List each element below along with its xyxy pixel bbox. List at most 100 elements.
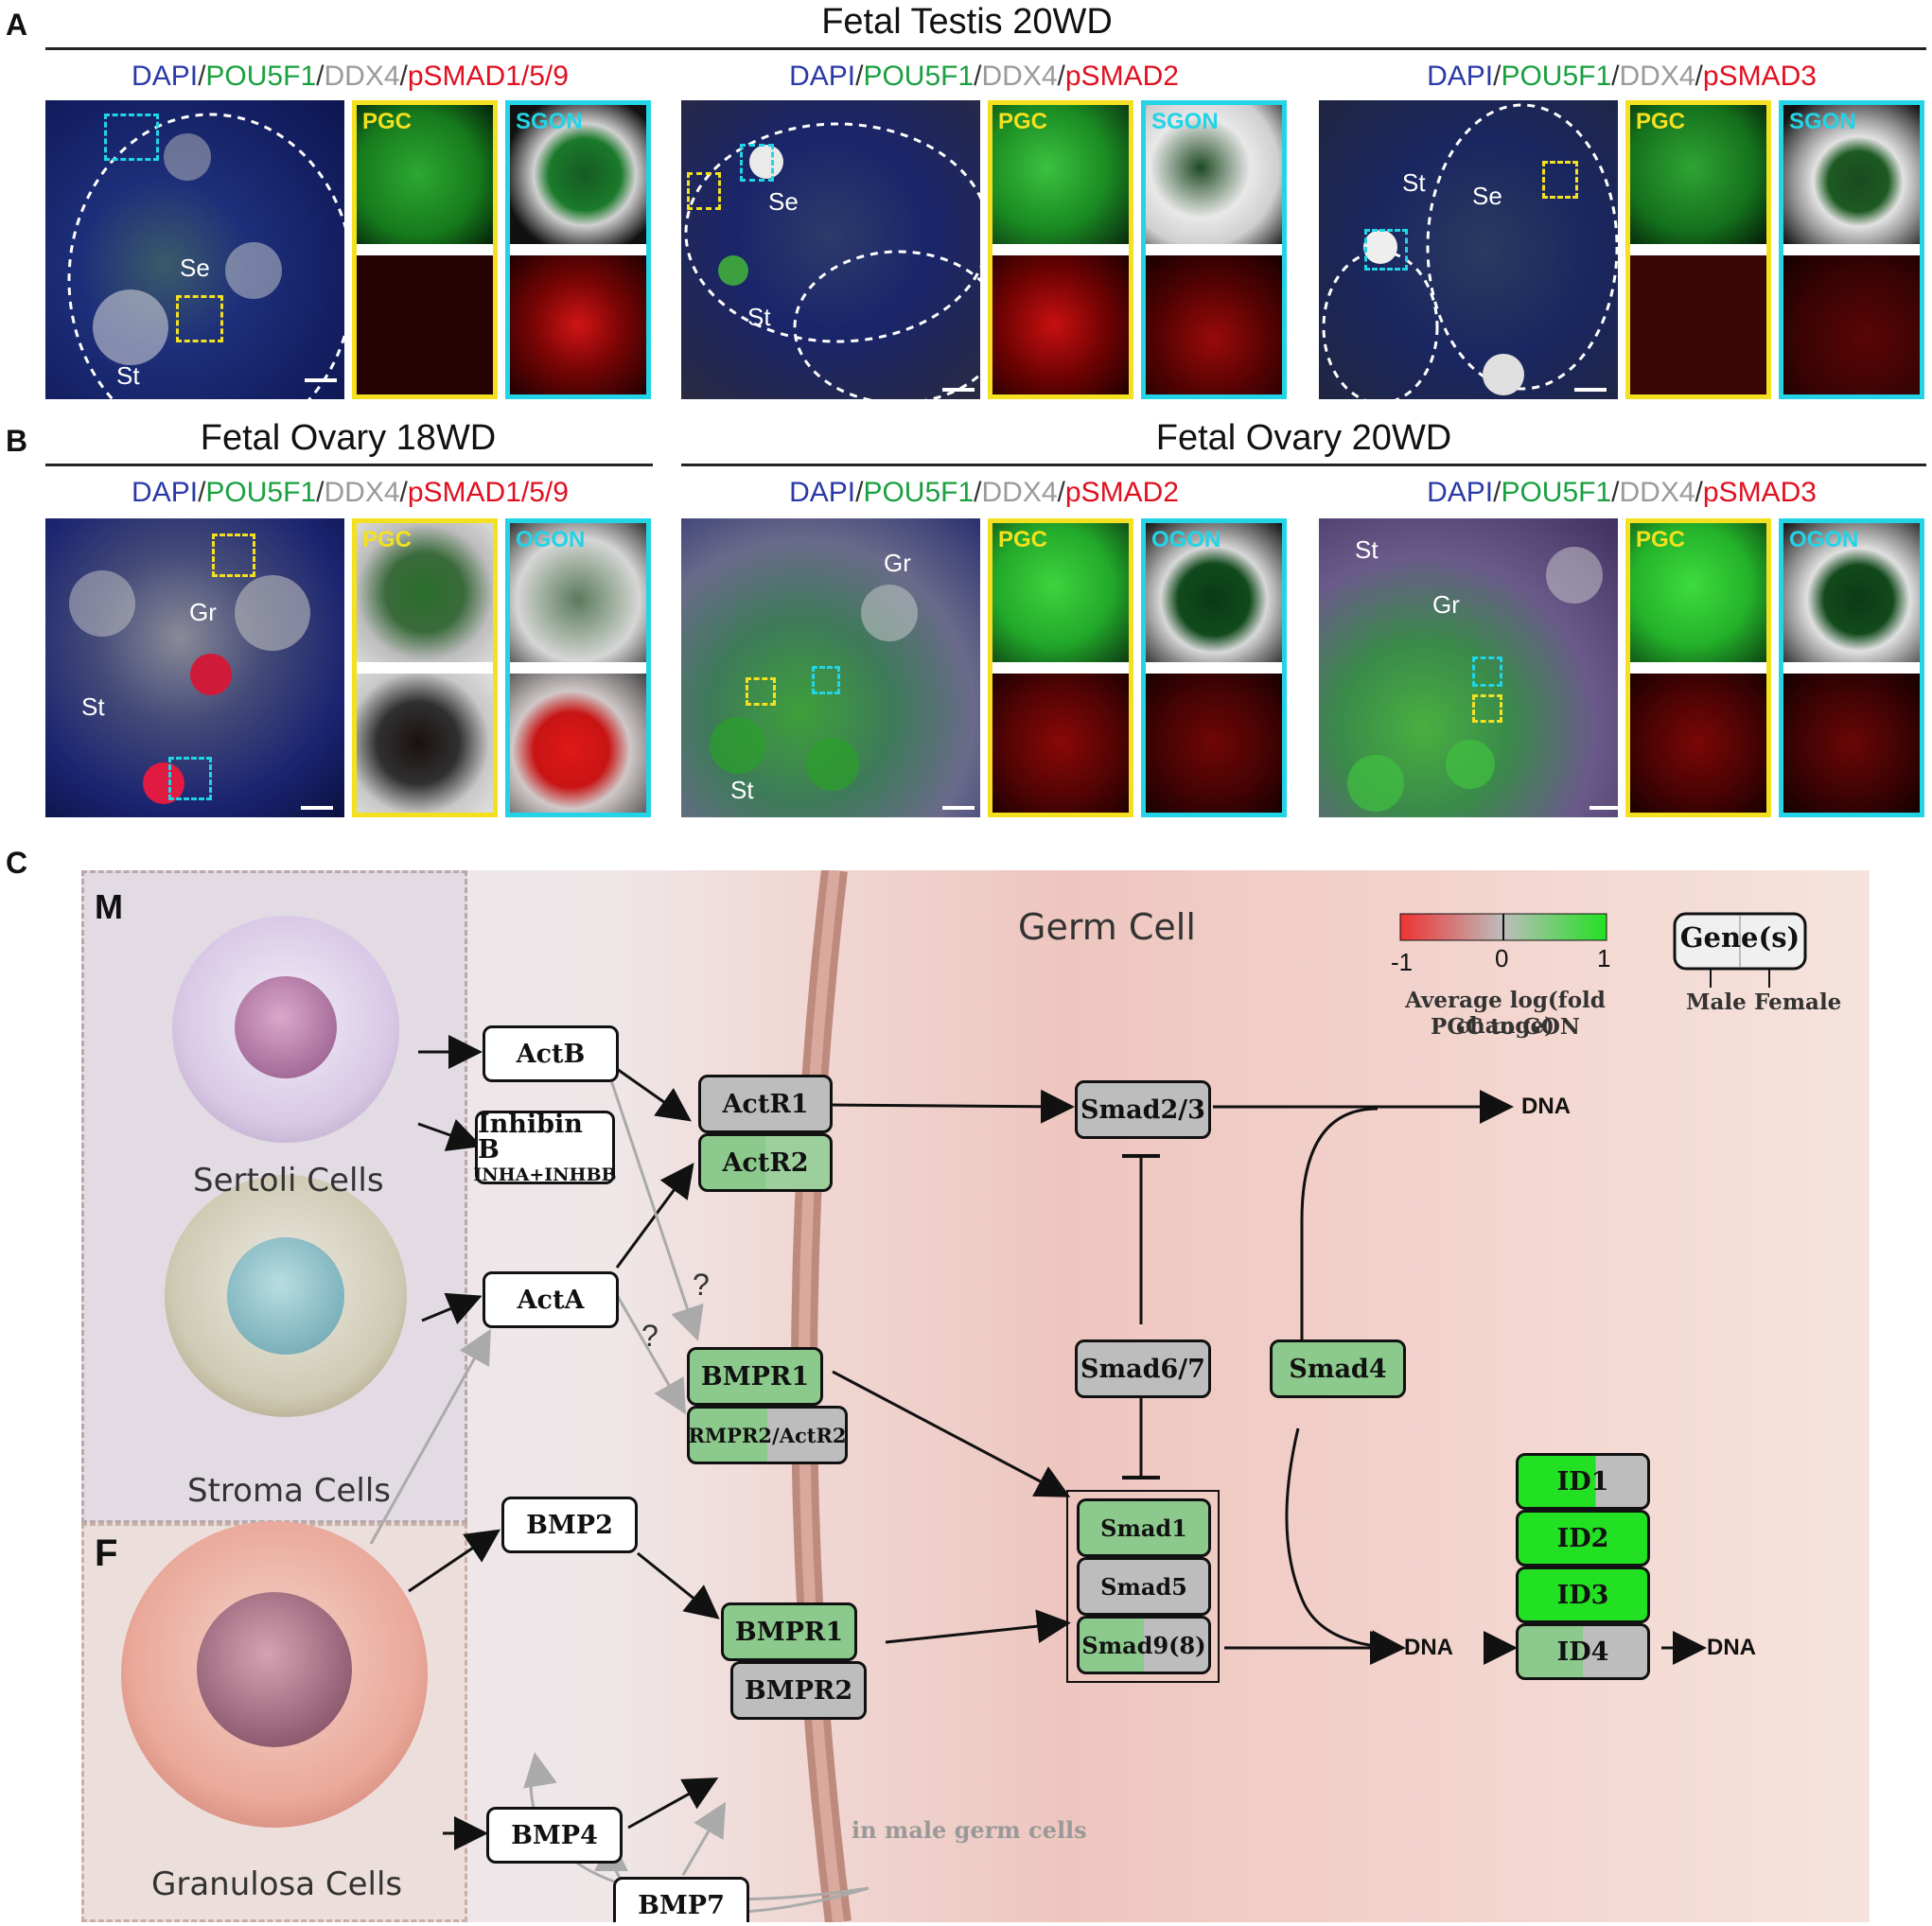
stroma-cells-label: Stroma Cells bbox=[187, 1472, 391, 1510]
arrow-sertoli-inhibin bbox=[417, 1119, 483, 1151]
inset-ogon-b3: OGON bbox=[1779, 518, 1924, 817]
stain-sep: / bbox=[1057, 477, 1065, 508]
stain-ddx4: DDX4 bbox=[1619, 61, 1695, 92]
inset-tag-sgon: SGON bbox=[1151, 109, 1219, 134]
stain-pou5f1: POU5F1 bbox=[863, 477, 975, 508]
stain-ddx4: DDX4 bbox=[1619, 477, 1695, 508]
stain-label-a2: DAPI/POU5F1/DDX4/pSMAD2 bbox=[681, 61, 1287, 93]
stain-ddx4: DDX4 bbox=[981, 477, 1058, 508]
stain-pou5f1: POU5F1 bbox=[205, 477, 317, 508]
node-id4: ID4 bbox=[1516, 1623, 1650, 1680]
scale-bar bbox=[301, 806, 333, 810]
stain-psmad3: pSMAD3 bbox=[1702, 477, 1817, 508]
inset-tag-ogon: OGON bbox=[1789, 527, 1859, 552]
node-smad67: Smad6/7 bbox=[1075, 1339, 1211, 1398]
inset-tag-pgc: PGC bbox=[1636, 109, 1686, 134]
stain-dapi: DAPI bbox=[132, 61, 199, 92]
node-bmpr2: BMPR2 bbox=[730, 1661, 867, 1720]
micrograph-ovary20-psmad3: St Gr bbox=[1319, 518, 1618, 817]
inset-marker-ogon bbox=[168, 757, 212, 800]
scale-bar bbox=[1590, 806, 1618, 810]
path-smad4-down bbox=[1285, 1427, 1406, 1665]
node-id2: ID2 bbox=[1516, 1510, 1650, 1567]
stain-label-a1: DAPI/POU5F1/DDX4/pSMAD1/5/9 bbox=[47, 61, 653, 93]
inset-marker-sgon bbox=[1364, 229, 1408, 271]
arrowhead-bmp4-grey bbox=[523, 1752, 557, 1789]
node-smad1: Smad1 bbox=[1077, 1498, 1211, 1557]
section-rule-b1 bbox=[45, 464, 653, 466]
arrow-granulosa-acta-grey bbox=[369, 1328, 491, 1545]
question-mark-1: ? bbox=[693, 1268, 710, 1302]
arrow-bmpr-b-smad159 bbox=[885, 1609, 1071, 1644]
stain-sep: / bbox=[974, 61, 982, 92]
section-title-ovary18: Fetal Ovary 18WD bbox=[200, 418, 497, 458]
scale-bar bbox=[942, 388, 975, 392]
question-mark-2: ? bbox=[641, 1319, 659, 1353]
node-id1: ID1 bbox=[1516, 1453, 1650, 1510]
section-rule-b2 bbox=[681, 464, 1926, 466]
scale-bar bbox=[305, 378, 337, 382]
inset-marker-pgc bbox=[1472, 694, 1502, 723]
sertoli-cell-nucleus bbox=[235, 976, 337, 1078]
cell-label-gr: Gr bbox=[189, 598, 217, 626]
inset-pgc-b1: PGC bbox=[352, 518, 498, 817]
stain-sep: / bbox=[198, 61, 206, 92]
inset-pgc-a2: PGC bbox=[988, 100, 1133, 399]
cell-label-st: St bbox=[747, 303, 771, 331]
micrograph-overlay bbox=[69, 570, 310, 804]
inset-tag-ogon: OGON bbox=[516, 527, 586, 552]
arrow-stroma-acta bbox=[421, 1292, 483, 1325]
node-smad23: Smad2/3 bbox=[1075, 1080, 1211, 1139]
node-rmpr2-actr2: RMPR2/ActR2 bbox=[687, 1406, 848, 1464]
inset-ogon-b2: OGON bbox=[1141, 518, 1287, 817]
arrow-bmp2-bmpr bbox=[637, 1551, 720, 1620]
inset-marker-ogon bbox=[812, 666, 840, 694]
inset-tag-pgc: PGC bbox=[1636, 527, 1686, 552]
legend-genes-label: Gene(s) bbox=[1679, 921, 1800, 954]
stroma-cell-nucleus bbox=[227, 1237, 344, 1355]
stain-dapi: DAPI bbox=[132, 477, 199, 508]
stain-sep: / bbox=[855, 61, 864, 92]
stain-sep: / bbox=[974, 477, 982, 508]
inset-marker-sgon bbox=[104, 114, 159, 161]
stain-sep: / bbox=[316, 61, 325, 92]
cell-label-gr: Gr bbox=[1432, 590, 1460, 619]
stain-sep: / bbox=[1695, 477, 1703, 508]
stain-pou5f1: POU5F1 bbox=[863, 61, 975, 92]
node-inhibin-sub: INHA+INHBB bbox=[473, 1164, 617, 1185]
dna-label-3: DNA bbox=[1707, 1635, 1756, 1660]
inset-tag-pgc: PGC bbox=[998, 527, 1048, 552]
inset-tag-sgon: SGON bbox=[516, 109, 583, 134]
inset-pgc-b2: PGC bbox=[988, 518, 1133, 817]
stain-psmad2: pSMAD2 bbox=[1064, 477, 1179, 508]
stain-sep: / bbox=[1493, 61, 1502, 92]
legend-max: 1 bbox=[1597, 944, 1611, 972]
legend-title-2: PGC to GON bbox=[1431, 1014, 1580, 1040]
arrow-bmpr-smad159 bbox=[832, 1370, 1071, 1497]
arrow-actb-actr bbox=[616, 1067, 692, 1122]
cell-label-se: Se bbox=[1472, 182, 1502, 210]
panel-letter-a: A bbox=[6, 8, 28, 42]
panel-letter-c: C bbox=[6, 846, 28, 880]
inset-pgc-b3: PGC bbox=[1625, 518, 1771, 817]
stain-sep: / bbox=[1611, 61, 1620, 92]
section-title-ovary20: Fetal Ovary 20WD bbox=[1155, 418, 1452, 458]
section-rule-a bbox=[45, 47, 1926, 50]
dna-label-1: DNA bbox=[1521, 1094, 1571, 1119]
cell-label-gr: Gr bbox=[884, 549, 911, 577]
stain-label-b3: DAPI/POU5F1/DDX4/pSMAD3 bbox=[1319, 477, 1924, 509]
node-actr2: ActR2 bbox=[698, 1133, 833, 1192]
stain-sep: / bbox=[198, 477, 206, 508]
legend-female-label: Female bbox=[1754, 989, 1842, 1015]
node-bmp2: BMP2 bbox=[501, 1497, 638, 1553]
legend-min: -1 bbox=[1391, 948, 1414, 976]
micrograph-testis-psmad159: Se St bbox=[45, 100, 344, 399]
stain-pou5f1: POU5F1 bbox=[205, 61, 317, 92]
micrograph-overlay bbox=[1347, 547, 1603, 812]
scale-bar bbox=[942, 806, 975, 810]
node-bmpr1-a: BMPR1 bbox=[687, 1347, 823, 1406]
cell-label-se: Se bbox=[768, 187, 799, 216]
stain-sep: / bbox=[1695, 61, 1703, 92]
inset-tag-ogon: OGON bbox=[1151, 527, 1221, 552]
node-smad4: Smad4 bbox=[1270, 1339, 1406, 1398]
